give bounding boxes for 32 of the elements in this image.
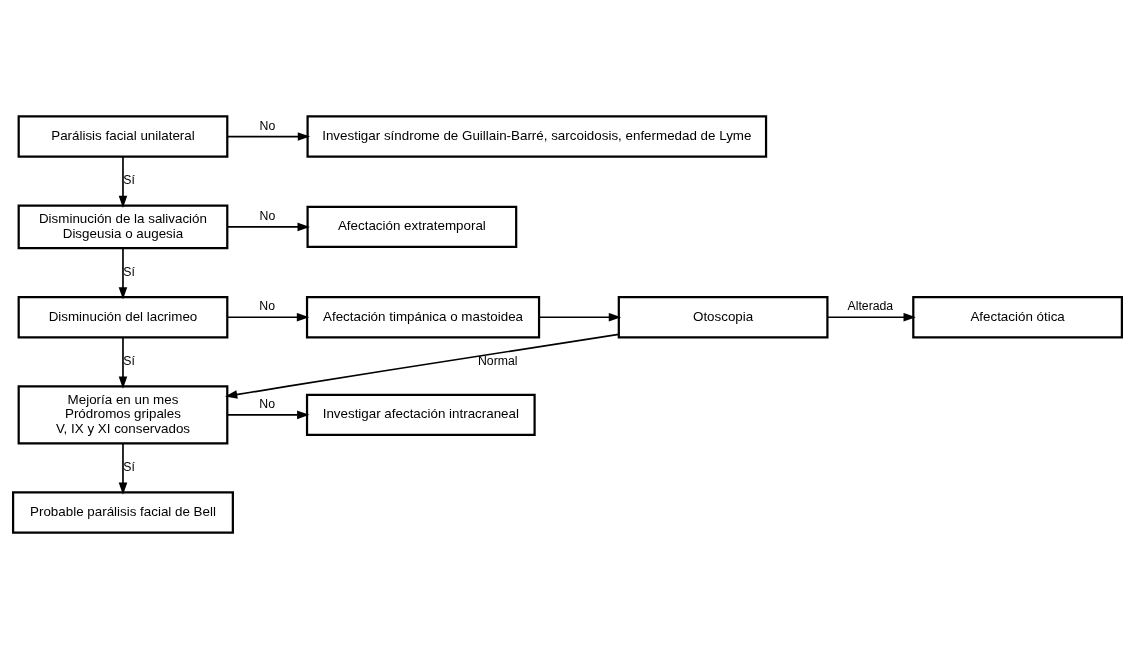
arrow [226,312,310,322]
node-box: Afectación timpánica o mastoidea [305,295,541,338]
arrow [118,155,128,208]
arrow [538,312,622,322]
arrow [826,312,916,322]
node-box: Investigar síndrome de Guillain-Barré, sarcoidosis, enfermedad de Lyme [306,114,768,158]
node-box: Otoscopia [617,295,829,338]
edge-label: Normal [478,353,518,368]
node-box: Afectación extratemporal [306,205,518,248]
edge-label: Sí [123,459,135,474]
arrow [118,336,128,389]
edge-label: No [259,396,275,411]
arrow [226,131,311,141]
edge-label: No [259,118,276,133]
node-box: Mejoría en un mes Pródromos gripales V, IX y XI conservados [17,384,229,444]
arrow [225,333,620,399]
arrow [226,222,310,231]
node-box: Investigar afectación intracraneal [305,393,536,436]
edge-label: Sí [123,172,135,187]
node-box: Disminución del lacrimeo [17,295,229,338]
edge-label: Sí [123,353,135,368]
arrow [118,442,128,495]
edge-label: Sí [123,264,135,279]
edge-label: No [259,298,275,313]
node-box: Disminución de la salivación Disgeusia o augesia [17,204,229,249]
node-box: Parálisis facial unilateral [17,114,229,158]
arrow [118,247,128,300]
node-box: Afectación ótica [912,295,1123,338]
arrow [226,410,310,419]
edge-label: Alterada [847,298,894,313]
node-box: Probable parálisis facial de Bell [12,490,234,534]
edge-label: No [259,208,276,223]
